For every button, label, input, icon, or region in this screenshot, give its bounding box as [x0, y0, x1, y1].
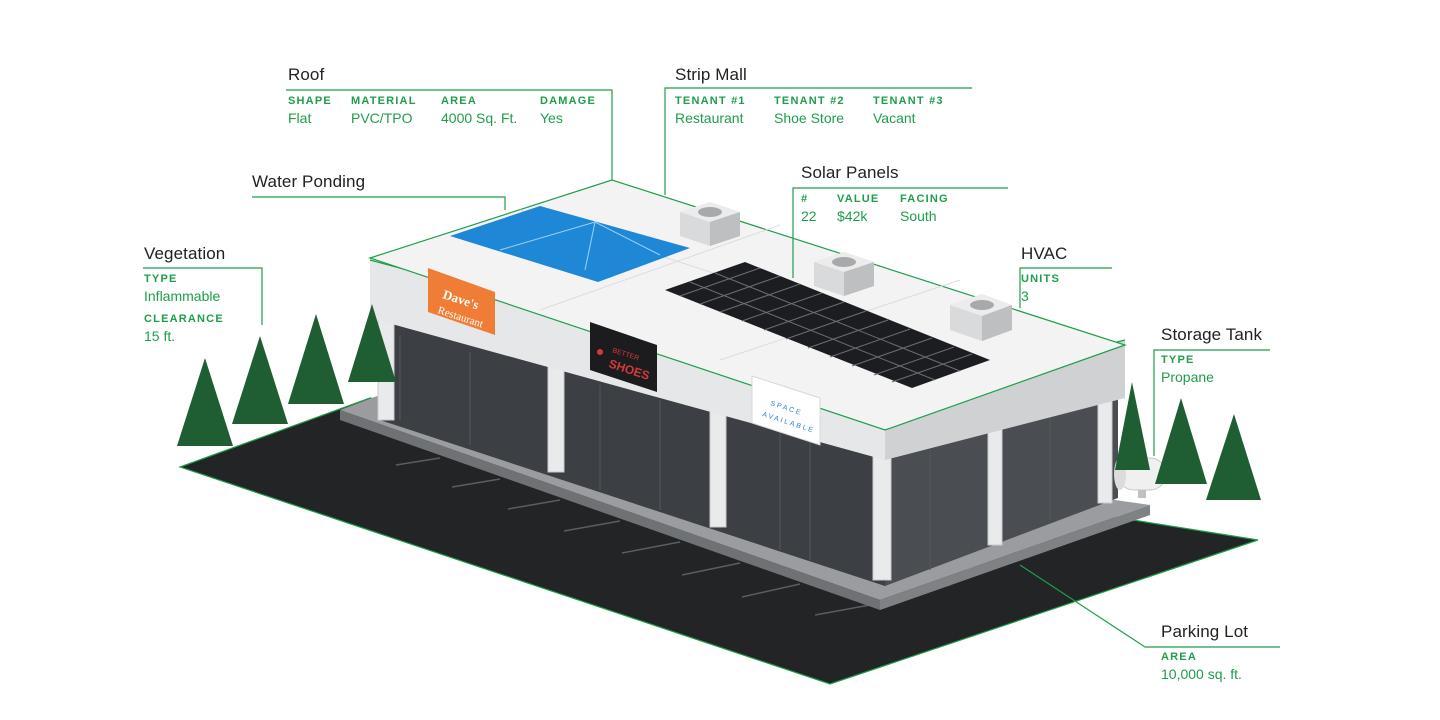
- solar-value-label: VALUE: [837, 193, 880, 205]
- tenant-1-value: Restaurant: [675, 110, 744, 126]
- solar-count-label: #: [801, 193, 809, 205]
- tenant-2-label: TENANT #2: [774, 95, 845, 107]
- water-ponding-title: Water Ponding: [252, 172, 366, 191]
- tenant-2-value: Shoe Store: [774, 110, 845, 126]
- roof-material-label: MATERIAL: [351, 95, 417, 107]
- solar-panels-callout: Solar Panels #22 VALUE $42k FACING South: [801, 163, 949, 224]
- vegetation-clearance-label: CLEARANCE: [144, 313, 224, 325]
- trees: [177, 304, 1261, 500]
- vegetation-type-value: Inflammable: [144, 288, 221, 304]
- storage-tank-callout: Storage Tank TYPE Propane: [1161, 325, 1262, 385]
- leader-lines: [143, 87, 1280, 648]
- parking-lot-callout: Parking Lot AREA 10,000 sq. ft.: [1161, 622, 1248, 682]
- vacant-sign: SPACE AVAILABLE: [751, 375, 821, 446]
- vegetation-title: Vegetation: [144, 244, 226, 263]
- vegetation-callout: Vegetation TYPE Inflammable CLEARANCE 15 f…: [144, 244, 225, 344]
- solar-panels-title: Solar Panels: [801, 163, 899, 182]
- storage-tank-type-value: Propane: [1161, 369, 1214, 385]
- roof-area-value: 4000 Sq. Ft.: [441, 110, 518, 126]
- tenant-1-label: TENANT #1: [675, 95, 746, 107]
- roof-damage-value: Yes: [540, 110, 563, 126]
- hvac-callout: HVAC UNITS 3: [1021, 244, 1067, 304]
- tenant-3-label: TENANT #3: [873, 95, 944, 107]
- hvac-title: HVAC: [1021, 244, 1068, 263]
- vegetation-type-label: TYPE: [144, 273, 178, 285]
- storage-tank-type-label: TYPE: [1161, 354, 1195, 366]
- roof-area-label: AREA: [441, 95, 477, 107]
- tenant-3-value: Vacant: [873, 110, 916, 126]
- roof-callout: Roof SHAPE Flat MATERIAL PVC/TPO AREA 4000 …: [288, 65, 596, 126]
- parking-lot-area-label: AREA: [1161, 651, 1197, 663]
- roof-shape-label: SHAPE: [288, 95, 332, 107]
- vegetation-clearance-value: 15 ft.: [144, 328, 176, 344]
- parking-lot-area-value: 10,000 sq. ft.: [1161, 666, 1242, 682]
- roof-material-value: PVC/TPO: [351, 110, 413, 126]
- strip-mall-callout: Strip Mall TENANT #1 Restaurant TENANT #2…: [675, 65, 944, 126]
- shoe-store-sign: BETTER SHOES: [590, 322, 657, 392]
- parking-lot-title: Parking Lot: [1161, 622, 1249, 641]
- water-ponding: [450, 206, 690, 282]
- solar-facing-label: FACING: [900, 193, 949, 205]
- roof-damage-label: DAMAGE: [540, 95, 597, 107]
- roof-title: Roof: [288, 65, 325, 84]
- hvac-units: [680, 202, 1012, 341]
- storage-tank-title: Storage Tank: [1161, 325, 1263, 344]
- solar-facing-value: South: [900, 208, 937, 224]
- hvac-units-value: 3: [1021, 288, 1029, 304]
- solar-value-value: $42k: [837, 208, 868, 224]
- hvac-units-label: UNITS: [1021, 273, 1060, 285]
- water-ponding-callout: Water Ponding: [252, 172, 365, 192]
- solar-count-value: 22: [801, 208, 817, 224]
- strip-mall-title: Strip Mall: [675, 65, 747, 84]
- solar-panels: [665, 262, 990, 388]
- roof-shape-value: Flat: [288, 110, 312, 126]
